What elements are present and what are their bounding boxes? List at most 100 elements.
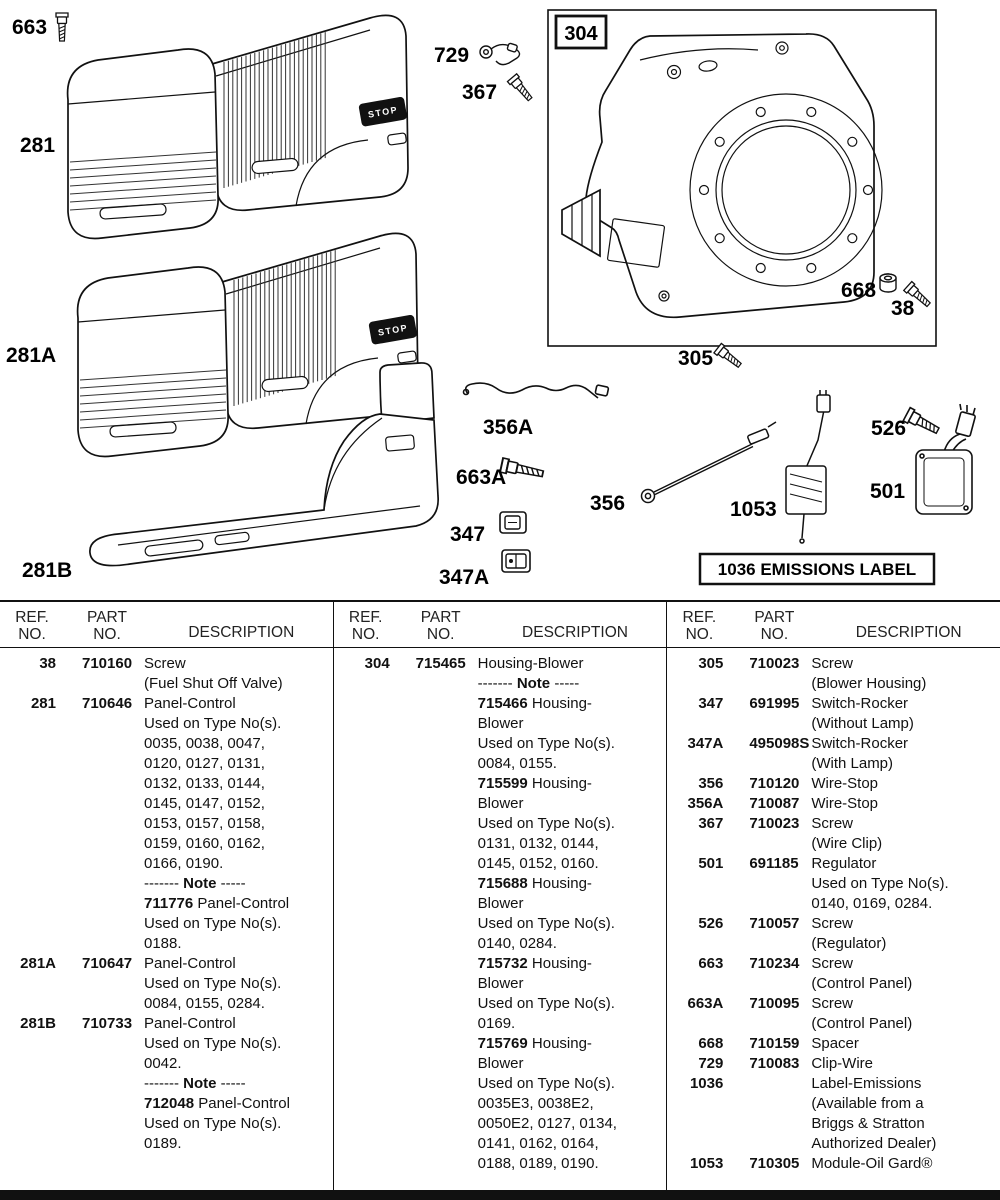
callout-356: 356	[590, 492, 625, 515]
description: Switch-Rocker(With Lamp)	[811, 735, 909, 772]
description: Module-Oil Gard®	[811, 1155, 933, 1172]
oil-gard-module-1053-icon	[785, 390, 831, 544]
ref-no: 526	[698, 915, 724, 932]
ref-no-header: REF.NO.	[348, 609, 383, 643]
stop-switch-label: STOP	[358, 96, 407, 127]
description: Wire-Stop	[811, 795, 879, 812]
ref-no: 663A	[687, 995, 724, 1012]
panel-control-281b	[89, 362, 439, 567]
housing-frame	[547, 9, 937, 347]
description: Clip-Wire	[811, 1055, 874, 1072]
callout-281: 281	[20, 134, 55, 157]
table-row: 729 710083 Clip-Wire	[667, 1054, 1000, 1074]
table-row: 1053 710305 Module-Oil Gard®	[667, 1154, 1000, 1174]
part-no: 710647	[82, 955, 133, 972]
callout-526: 526	[871, 417, 906, 440]
switch-rocker-347-icon	[499, 511, 527, 534]
description: Screw(Control Panel)	[811, 955, 913, 992]
part-no: 495098S	[749, 735, 810, 752]
part-no: 710646	[82, 695, 133, 712]
ref-no: 1053	[689, 1155, 724, 1172]
ref-no: 304	[364, 655, 390, 672]
wire-stop-356a-icon	[462, 382, 610, 399]
part-no: 710095	[749, 995, 800, 1012]
callout-367: 367	[462, 81, 497, 104]
clip-wire-729-icon	[479, 42, 521, 66]
ref-no: 729	[698, 1055, 724, 1072]
description: Wire-Stop	[811, 775, 879, 792]
callout-281a: 281A	[6, 344, 56, 367]
ref-no: 281B	[20, 1015, 56, 1032]
emissions-label-text: 1036 EMISSIONS LABEL	[718, 560, 916, 579]
ref-no: 356	[698, 775, 724, 792]
ref-no: 281	[30, 695, 56, 712]
part-no: 710120	[749, 775, 800, 792]
callout-305: 305	[678, 347, 713, 370]
part-no: 715465	[415, 655, 466, 672]
ref-no: 356A	[687, 795, 724, 812]
regulator-501-icon	[915, 403, 976, 515]
part-no: 710305	[749, 1155, 800, 1172]
description: Screw(Control Panel)	[811, 995, 913, 1032]
bottom-rule	[0, 1190, 1000, 1200]
part-no: 710083	[749, 1055, 800, 1072]
callout-281b: 281B	[22, 559, 72, 582]
callout-501: 501	[870, 480, 905, 503]
parts-diagram-svg: STOP 3	[6, 9, 976, 589]
table-row: 356 710120 Wire-Stop	[667, 774, 1000, 794]
ref-no: 347A	[687, 735, 724, 752]
ref-304-box	[554, 14, 608, 50]
spacer-668-icon	[879, 273, 897, 293]
ref-no: 367	[698, 815, 724, 832]
description-header: DESCRIPTION	[188, 624, 295, 641]
callout-347a: 347A	[439, 566, 489, 589]
emissions-label-box: 1036 EMISSIONS LABEL	[698, 552, 936, 586]
description-header: DESCRIPTION	[522, 624, 628, 641]
callout-663: 663	[12, 16, 47, 39]
part-no: 710160	[82, 655, 133, 672]
callout-356a: 356A	[483, 416, 533, 439]
parts-diagram: STOP 3	[6, 9, 976, 589]
blower-housing-304: 304	[547, 9, 937, 347]
wire-stop-356-icon	[640, 421, 777, 504]
part-no: 691995	[749, 695, 800, 712]
callout-304: 304	[564, 23, 598, 45]
ref-no: 347	[698, 695, 724, 712]
table-row: 663 710234 Screw(Control Panel)	[667, 954, 1000, 994]
callout-347: 347	[450, 523, 485, 546]
ref-no: 305	[698, 655, 724, 672]
part-no: 710023	[749, 815, 800, 832]
ref-no: 668	[698, 1035, 724, 1052]
description: Screw(Wire Clip)	[811, 815, 883, 852]
ref-no: 38	[39, 655, 56, 672]
part-no: 710234	[749, 955, 800, 972]
ref-no-header: REF.NO.	[682, 609, 717, 643]
screw-663a-icon	[499, 457, 546, 482]
ref-no: 663	[698, 955, 724, 972]
part-no: 710023	[749, 655, 800, 672]
part-no: 710159	[749, 1035, 800, 1052]
screw-367-icon	[506, 73, 536, 104]
callout-663a: 663A	[456, 466, 506, 489]
switch-rocker-347a-icon	[501, 549, 531, 573]
part-no: 710057	[749, 915, 800, 932]
callout-668: 668	[841, 279, 876, 302]
